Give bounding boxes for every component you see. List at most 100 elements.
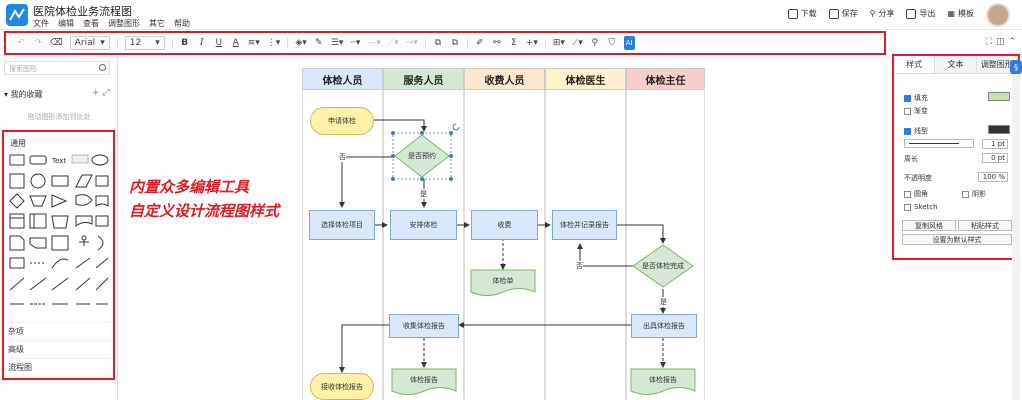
connector-icon[interactable]: —▾ [367,38,381,48]
sigma-button[interactable]: Σ [510,38,517,48]
menu-view[interactable]: 查看 [83,19,99,28]
favorites-header[interactable]: ▾ 我的收藏 [4,90,43,99]
eraser-icon[interactable]: ⌫ [50,38,63,48]
copy-style-button[interactable]: 复制风格 [902,220,956,231]
waypoint-icon[interactable]: ⟋▾ [387,38,399,48]
node-apply[interactable]: 申请体检 [310,107,374,135]
perimeter-label: 周长 [904,155,918,163]
pin-icon[interactable]: ⚲ [591,38,599,48]
divider [466,37,468,49]
set-default-style-button[interactable]: 设置为默认样式 [902,234,1012,245]
lane-service[interactable] [383,90,464,400]
share-button[interactable]: ⚲分享 [869,9,895,18]
fill-color-icon[interactable]: ◈▾ [295,38,307,48]
font-color-button[interactable]: A [232,38,239,48]
category-misc[interactable]: 杂项 [8,322,112,340]
vertical-scrollbar[interactable] [1012,60,1020,400]
side-toggle-icon[interactable]: § [1010,60,1022,74]
italic-button[interactable]: I [199,38,204,48]
font-size-select[interactable]: 12▾ [124,36,165,50]
underline-button[interactable]: U [215,38,223,48]
node-report-2[interactable]: 体检报告 [649,376,677,384]
node-issue-report[interactable]: 出具体检报告 [631,314,697,338]
menu-other[interactable]: 其它 [149,19,165,28]
menu-help[interactable]: 帮助 [174,19,190,28]
format-tabs: 样式 文本 调整图形 [894,56,1018,74]
ai-button[interactable]: AI [623,36,635,50]
lane-examinee[interactable] [302,90,383,400]
undo-icon[interactable]: ↶ [17,38,25,48]
lane-header-service[interactable]: 服务人员 [383,68,464,90]
link-icon[interactable]: ⚯ [493,38,501,48]
lane-header-director[interactable]: 体检主任 [626,68,705,90]
line-checkbox[interactable] [904,127,911,135]
perimeter-field[interactable]: 0 pt [982,153,1008,163]
document-title[interactable]: 医院体检业务流程图 [33,5,132,18]
paste-style-button[interactable]: 粘贴样式 [958,220,1012,231]
menu-edit[interactable]: 编辑 [58,19,74,28]
download-button[interactable]: 下载 [787,8,817,19]
collapse-icon[interactable]: ⌃ [1008,37,1016,47]
insert-button[interactable]: +▾ [525,38,538,48]
diagram-canvas[interactable]: 体检人员 服务人员 收费人员 体检医生 体检主任 [119,57,891,400]
category-flowchart[interactable]: 流程图 [8,358,112,376]
node-choose-items[interactable]: 选择体检项目 [309,210,375,240]
menu-adjust-shape[interactable]: 调整图形 [108,19,140,28]
shape-palette[interactable]: Text [8,152,110,312]
bold-button[interactable]: B [181,38,189,48]
edit-icon[interactable]: ✐ [476,38,484,48]
lane-doctor[interactable] [545,90,626,400]
line-width-field[interactable]: 1 pt [982,139,1008,149]
line-width-icon[interactable]: ☰▾ [330,38,344,48]
to-back-icon[interactable]: ⧉ [451,38,459,48]
opacity-field[interactable]: 100 % [978,172,1008,182]
node-fee[interactable]: 收费 [471,210,538,240]
line-color-icon[interactable]: ✎ [315,38,323,48]
node-record-report[interactable]: 体检并记录报告 [552,210,617,240]
export-button[interactable]: 导出 [906,8,935,19]
line-style-icon[interactable]: ┄▾ [350,38,361,48]
gradient-checkbox[interactable] [904,107,911,115]
node-collect-report[interactable]: 收集体检报告 [389,314,459,338]
node-receive-report[interactable]: 接收体检报告 [310,373,374,400]
lane-header-examinee[interactable]: 体检人员 [302,68,383,90]
line-color-swatch[interactable] [988,125,1010,134]
rounded-checkbox[interactable] [904,190,911,198]
align-icon[interactable]: ≡▾ [247,38,260,48]
node-report-1[interactable]: 体检报告 [410,376,438,384]
save-button[interactable]: 保存 [828,8,858,19]
sketch-checkbox[interactable] [904,203,911,211]
favorites-actions[interactable]: + ⤢ [92,88,110,98]
fit-icon[interactable]: ⛶ [985,37,992,47]
node-exam-done[interactable]: 是否体检完成 [642,262,684,270]
tab-text[interactable]: 文本 [935,56,977,73]
tab-style[interactable]: 样式 [894,56,936,73]
to-front-icon[interactable]: ⧉ [434,38,442,48]
magic-icon[interactable]: ⟋▾ [571,38,583,48]
category-advanced[interactable]: 高级 [8,340,112,358]
template-button[interactable]: ▦模板 [947,9,974,18]
search-input[interactable]: 搜索图形 [4,61,110,75]
menu-file[interactable]: 文件 [33,19,49,28]
fill-color-swatch[interactable] [988,92,1010,101]
font-family-select[interactable]: Arial▾ [69,36,110,50]
node-exam-ticket[interactable]: 体检单 [492,277,514,285]
lane-director[interactable] [626,90,705,400]
shirt-icon[interactable]: ⛉ [608,38,616,48]
arrow-end-icon[interactable]: →▾ [405,38,418,48]
lane-header-doctor[interactable]: 体检医生 [545,68,626,90]
search-icon[interactable] [99,64,106,71]
avatar[interactable] [986,3,1010,27]
fill-checkbox[interactable] [904,94,911,102]
panel-icon[interactable]: ◫ [995,37,1005,47]
general-header[interactable]: 通用 [10,139,26,148]
table-icon[interactable]: ⊞▾ [552,38,565,48]
lane-cashier[interactable] [464,90,545,400]
vertical-align-icon[interactable]: ⋮▾ [266,38,281,48]
node-reserved[interactable]: 是否预约 [408,152,436,160]
redo-icon[interactable]: ↷ [34,38,42,48]
node-arrange[interactable]: 安排体检 [390,210,457,240]
lane-header-cashier[interactable]: 收费人员 [464,68,545,90]
shadow-checkbox[interactable] [962,190,969,198]
line-pattern-select[interactable] [904,139,974,148]
